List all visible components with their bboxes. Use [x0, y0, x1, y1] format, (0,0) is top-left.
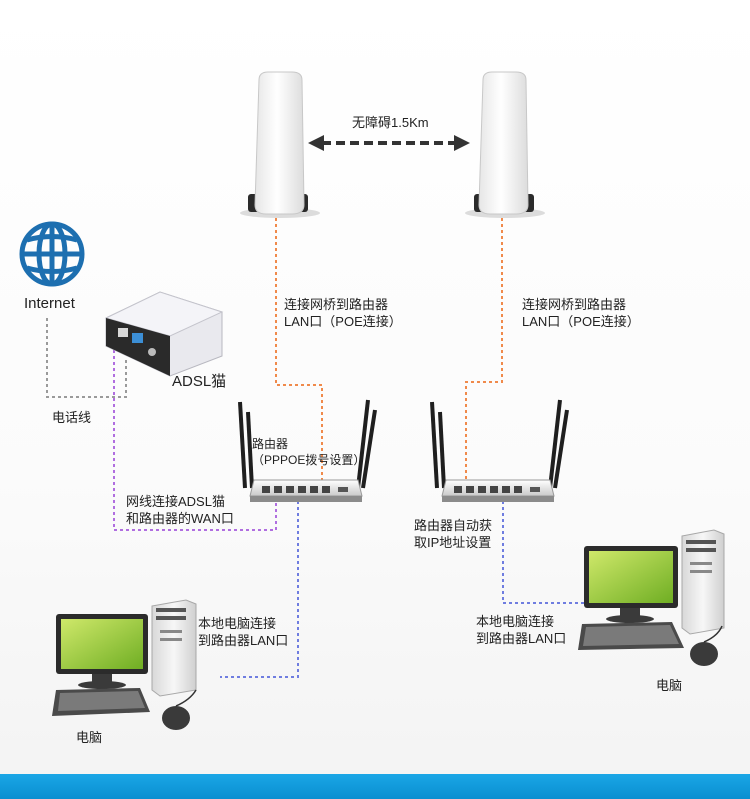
pc-right: [578, 529, 725, 666]
pc-right-connection-label-line2: 到路由器LAN口: [476, 631, 567, 646]
wireless-bridge-left: [240, 71, 320, 218]
router-right-label-line2: 取IP地址设置: [414, 535, 492, 550]
poe-link-left: [275, 218, 323, 488]
bridge-right-label-line2: LAN口（POE连接）: [522, 314, 640, 329]
phone-line: [46, 318, 127, 398]
pc-left-connection-label-line2: 到路由器LAN口: [198, 633, 289, 648]
pc-right-connection-label-line1: 本地电脑连接: [476, 614, 555, 629]
adsl-modem: [104, 291, 224, 377]
router-left: [238, 399, 377, 502]
bridge-right-label-line1: 连接网桥到路由器: [522, 297, 627, 312]
phone-line-label: 电话线: [52, 410, 92, 425]
router-left-label-line1: 路由器: [252, 437, 289, 451]
poe-link-right: [465, 218, 503, 488]
bridge-left-label-line2: LAN口（POE连接）: [284, 314, 402, 329]
pc-right-label: 电脑: [656, 678, 683, 693]
adsl-modem-label: ADSL猫: [172, 373, 227, 390]
wan-cable-label-line2: 和路由器的WAN口: [126, 511, 234, 526]
wan-cable-label-line1: 网线连接ADSL猫: [126, 494, 225, 509]
lan-link-left: [220, 495, 299, 678]
bridge-left-label-line1: 连接网桥到路由器: [284, 297, 389, 312]
router-right: [430, 399, 569, 502]
internet-globe-icon: [19, 221, 85, 287]
router-right-label-line1: 路由器自动获: [414, 518, 493, 533]
lan-link-right: [502, 495, 585, 604]
pc-left-label: 电脑: [76, 730, 103, 745]
router-left-label-line2: （PPPOE拨号设置）: [252, 453, 366, 467]
internet-label: Internet: [24, 295, 75, 312]
wireless-distance-label: 无障碍1.5Km: [352, 115, 429, 130]
wireless-link-arrow: [308, 135, 470, 151]
bottom-accent-bar: [0, 774, 750, 799]
wan-cable-link: [113, 344, 277, 531]
pc-left: [52, 599, 197, 730]
wireless-bridge-right: [465, 71, 545, 218]
pc-left-connection-label-line1: 本地电脑连接: [198, 616, 277, 631]
